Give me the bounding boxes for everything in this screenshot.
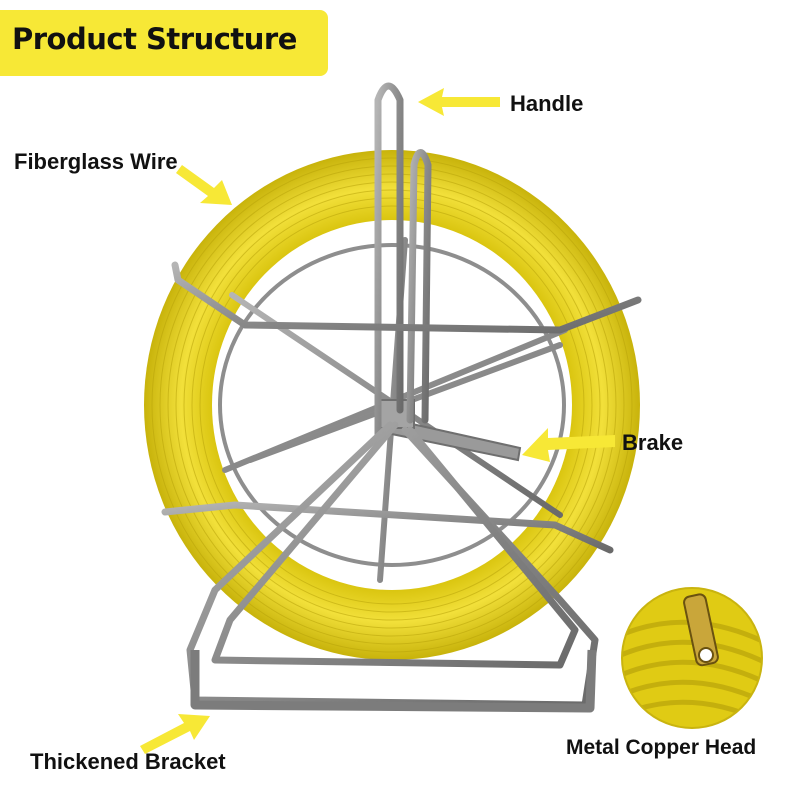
thickened-bracket <box>190 649 597 713</box>
bracket-arrow <box>140 714 210 754</box>
copper-head-inset <box>621 587 763 729</box>
fiberglass-arrow <box>176 165 232 205</box>
label-thickened-bracket: Thickened Bracket <box>30 749 226 774</box>
page-title: Product Structure <box>12 22 297 56</box>
handle-arrow <box>418 88 500 116</box>
label-handle: Handle <box>510 91 584 116</box>
label-metal-copper-head: Metal Copper Head <box>566 736 757 759</box>
brake-arrow <box>522 428 615 462</box>
title-badge <box>0 10 328 76</box>
label-fiberglass-wire: Fiberglass Wire <box>14 149 178 174</box>
label-brake: Brake <box>622 430 684 455</box>
inner-hoop <box>218 243 566 567</box>
